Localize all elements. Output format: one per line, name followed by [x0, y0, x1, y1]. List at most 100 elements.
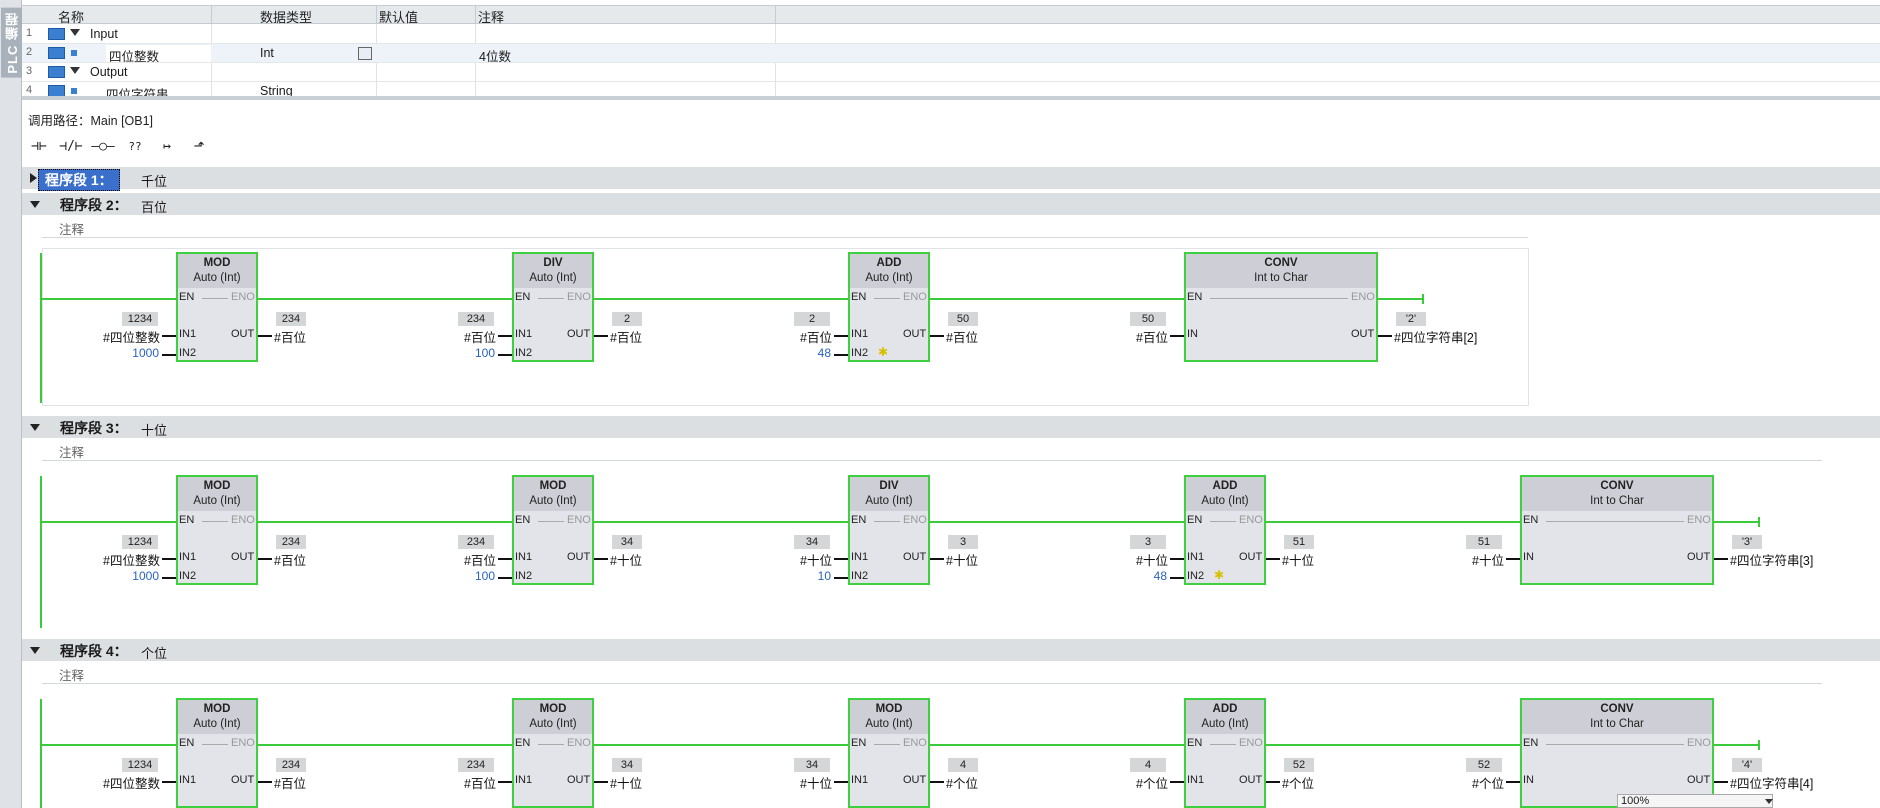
block-datatype[interactable]: Auto (Int): [193, 495, 241, 507]
output-operand[interactable]: #百位: [274, 331, 306, 345]
block-datatype[interactable]: Auto (Int): [529, 495, 577, 507]
input-operand[interactable]: #百位: [1136, 331, 1168, 345]
output-operand[interactable]: #百位: [946, 331, 978, 345]
chevron-down-icon[interactable]: [1765, 799, 1773, 804]
input-operand[interactable]: #百位: [800, 331, 832, 345]
in2-constant[interactable]: 100: [474, 346, 495, 360]
add-input-icon[interactable]: ✱: [878, 345, 889, 359]
output-operand[interactable]: #个位: [1282, 777, 1314, 791]
output-operand[interactable]: #四位字符串[3]: [1730, 554, 1814, 568]
row-comment[interactable]: 4位数: [479, 50, 511, 64]
table-row[interactable]: 2 四位整数 Int 4位数: [22, 44, 1880, 64]
row-name[interactable]: Input: [90, 27, 118, 41]
block-datatype[interactable]: Auto (Int): [193, 272, 241, 284]
contact-no-button[interactable]: ⊣⊢: [31, 139, 47, 154]
output-operand[interactable]: #百位: [610, 331, 642, 345]
in2-constant[interactable]: 10: [817, 569, 831, 583]
expand-icon[interactable]: [30, 173, 37, 183]
block-datatype[interactable]: Int to Char: [1590, 495, 1644, 507]
input-operand[interactable]: #四位整数: [103, 777, 160, 791]
col-name[interactable]: 名称: [58, 10, 85, 25]
table-row[interactable]: 3 Output: [22, 63, 1880, 82]
network-4-header[interactable]: 程序段 4： 个位: [22, 639, 1880, 661]
collapse-icon[interactable]: [30, 424, 40, 431]
output-operand[interactable]: #四位字符串[2]: [1394, 331, 1478, 345]
row-name[interactable]: 四位字符串: [106, 88, 169, 100]
input-operand[interactable]: #四位整数: [103, 331, 160, 345]
collapse-icon[interactable]: [30, 647, 40, 654]
block-datatype[interactable]: Int to Char: [1254, 272, 1308, 284]
input-operand[interactable]: #百位: [464, 777, 496, 791]
block-datatype[interactable]: Int to Char: [1590, 718, 1644, 730]
collapse-icon[interactable]: [70, 67, 80, 74]
input-operand[interactable]: #十位: [1136, 554, 1168, 568]
input-operand[interactable]: #十位: [800, 777, 832, 791]
type-picker-icon[interactable]: [358, 47, 372, 60]
col-default[interactable]: 默认值: [379, 10, 419, 25]
input-operand[interactable]: #个位: [1472, 777, 1504, 791]
coil-button[interactable]: –○–: [91, 139, 115, 154]
in2-constant[interactable]: 48: [817, 346, 831, 360]
network-1-comment-title[interactable]: 千位: [141, 174, 168, 189]
network-4-comment-title[interactable]: 个位: [141, 646, 168, 661]
zoom-select[interactable]: 100%: [1617, 794, 1773, 808]
contact-nc-button[interactable]: ⊣/⊢: [59, 139, 83, 154]
output-operand[interactable]: #百位: [274, 777, 306, 791]
col-comment[interactable]: 注释: [478, 10, 505, 25]
network-1-title[interactable]: 程序段 1：: [38, 169, 120, 191]
block-datatype[interactable]: Auto (Int): [529, 718, 577, 730]
output-operand[interactable]: #十位: [946, 554, 978, 568]
block-datatype[interactable]: Auto (Int): [865, 718, 913, 730]
network-2-comment-title[interactable]: 百位: [141, 200, 168, 215]
network-2-header[interactable]: 程序段 2： 百位: [22, 193, 1880, 215]
block-datatype[interactable]: Auto (Int): [1201, 718, 1249, 730]
row-type[interactable]: Int: [260, 46, 274, 60]
network-1-header[interactable]: 程序段 1： 千位: [22, 167, 1880, 191]
table-row[interactable]: 4 四位字符串 String: [22, 82, 1880, 100]
network-3-comment[interactable]: 注释: [42, 439, 1822, 461]
empty-box-button[interactable]: ??: [128, 140, 142, 153]
network-2-comment[interactable]: 注释: [42, 216, 1528, 238]
input-operand[interactable]: #十位: [1472, 554, 1504, 568]
block-datatype[interactable]: Auto (Int): [193, 718, 241, 730]
output-operand[interactable]: #百位: [274, 554, 306, 568]
network-4-title[interactable]: 程序段 4：: [60, 643, 128, 659]
output-operand[interactable]: #四位字符串[4]: [1730, 777, 1814, 791]
network-4-comment[interactable]: 注释: [42, 662, 1822, 684]
input-operand[interactable]: #百位: [464, 331, 496, 345]
output-operand[interactable]: #十位: [610, 554, 642, 568]
network-2-title[interactable]: 程序段 2：: [60, 197, 128, 213]
table-row[interactable]: 1 Input: [22, 25, 1880, 44]
block-datatype[interactable]: Auto (Int): [529, 272, 577, 284]
left-sidebar[interactable]: PLC 编程: [0, 0, 24, 808]
network-3-title[interactable]: 程序段 3：: [60, 420, 128, 436]
output-operand[interactable]: #个位: [946, 777, 978, 791]
row-name[interactable]: 四位整数: [106, 45, 211, 64]
collapse-icon[interactable]: [30, 201, 40, 208]
in2-constant[interactable]: 1000: [132, 346, 159, 360]
input-operand[interactable]: #个位: [1136, 777, 1168, 791]
col-type[interactable]: 数据类型: [260, 10, 313, 25]
collapse-icon[interactable]: [70, 29, 80, 36]
block-datatype[interactable]: Auto (Int): [865, 272, 913, 284]
output-operand[interactable]: #十位: [1282, 554, 1314, 568]
in2-constant[interactable]: 1000: [132, 569, 159, 583]
network-3-comment-title[interactable]: 十位: [141, 423, 168, 438]
input-operand[interactable]: #四位整数: [103, 554, 160, 568]
add-input-icon[interactable]: ✱: [1214, 568, 1225, 582]
input-operand[interactable]: #十位: [800, 554, 832, 568]
in2-constant[interactable]: 100: [474, 569, 495, 583]
close-branch-button[interactable]: ⬏: [193, 139, 205, 154]
row-name[interactable]: Output: [90, 65, 128, 79]
